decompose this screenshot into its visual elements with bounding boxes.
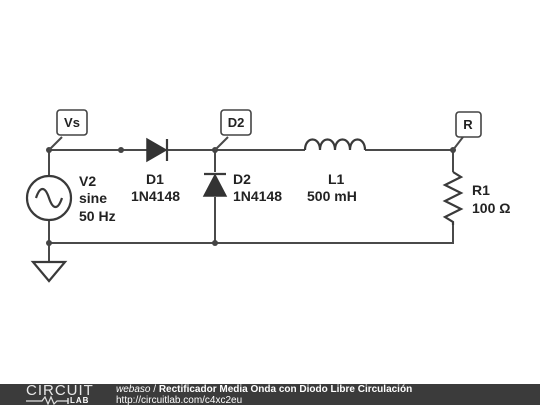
- node-tag-d2[interactable]: D2: [214, 109, 252, 151]
- r1-value-label: 100 Ω: [472, 200, 510, 216]
- ground-symbol[interactable]: [30, 260, 68, 283]
- d1-name-label: D1: [146, 171, 164, 187]
- logo-bottom-text: LAB: [70, 396, 90, 405]
- circuit-url-link[interactable]: http://circuitlab.com/c4xc2eu: [116, 395, 243, 406]
- circuit-title: Rectificador Media Onda con Diodo Libre …: [158, 384, 413, 395]
- footer-caption: webaso / Rectificador Media Onda con Dio…: [116, 385, 412, 406]
- diode-triangle-icon: [146, 137, 168, 163]
- diode-triangle-icon: [202, 173, 228, 197]
- d1-diode[interactable]: [146, 137, 169, 163]
- footer-separator: /: [150, 384, 159, 395]
- node-tag-d2-label: D2: [228, 115, 245, 130]
- ground-icon: [30, 260, 68, 283]
- source-circle-icon: [25, 174, 73, 222]
- r1-name-label: R1: [472, 182, 490, 198]
- node-tag-r[interactable]: R: [452, 111, 482, 151]
- d1-part-label: 1N4148: [131, 188, 180, 204]
- logo-wire-icon: [26, 395, 69, 405]
- l1-value-label: 500 mH: [307, 188, 357, 204]
- v2-sine-source[interactable]: [25, 174, 73, 222]
- logo-top-text: CIRCUIT: [26, 382, 94, 399]
- l1-name-label: L1: [328, 171, 345, 187]
- l1-inductor[interactable]: [303, 138, 367, 151]
- node-tag-vs-label: Vs: [64, 115, 80, 130]
- d2-part-label: 1N4148: [233, 188, 282, 204]
- sine-wave-icon: [34, 187, 64, 209]
- inductor-coil-icon: [303, 138, 367, 151]
- circuit-schematic: Vs D2 R V2 sine 50 Hz D1 1N4148 D2 1N414…: [25, 109, 510, 283]
- junction-dot: [118, 147, 124, 153]
- author-link[interactable]: webaso: [116, 384, 151, 395]
- circuitlab-logo[interactable]: CIRCUIT LAB: [20, 382, 100, 405]
- junction-dot: [212, 240, 218, 246]
- footer-bar: CIRCUIT LAB webaso / Rectificador Media …: [0, 382, 540, 406]
- junction-dot: [46, 240, 52, 246]
- v2-name-label: V2: [79, 173, 96, 189]
- d2-name-label: D2: [233, 171, 251, 187]
- v2-freq-label: 50 Hz: [79, 208, 116, 224]
- node-tag-vs[interactable]: Vs: [48, 109, 88, 151]
- resistor-zigzag-icon: [442, 171, 464, 225]
- v2-type-label: sine: [79, 190, 107, 206]
- wires: [48, 149, 454, 262]
- r1-resistor[interactable]: [442, 171, 464, 225]
- d2-diode[interactable]: [202, 172, 228, 197]
- node-tag-r-label: R: [463, 117, 473, 132]
